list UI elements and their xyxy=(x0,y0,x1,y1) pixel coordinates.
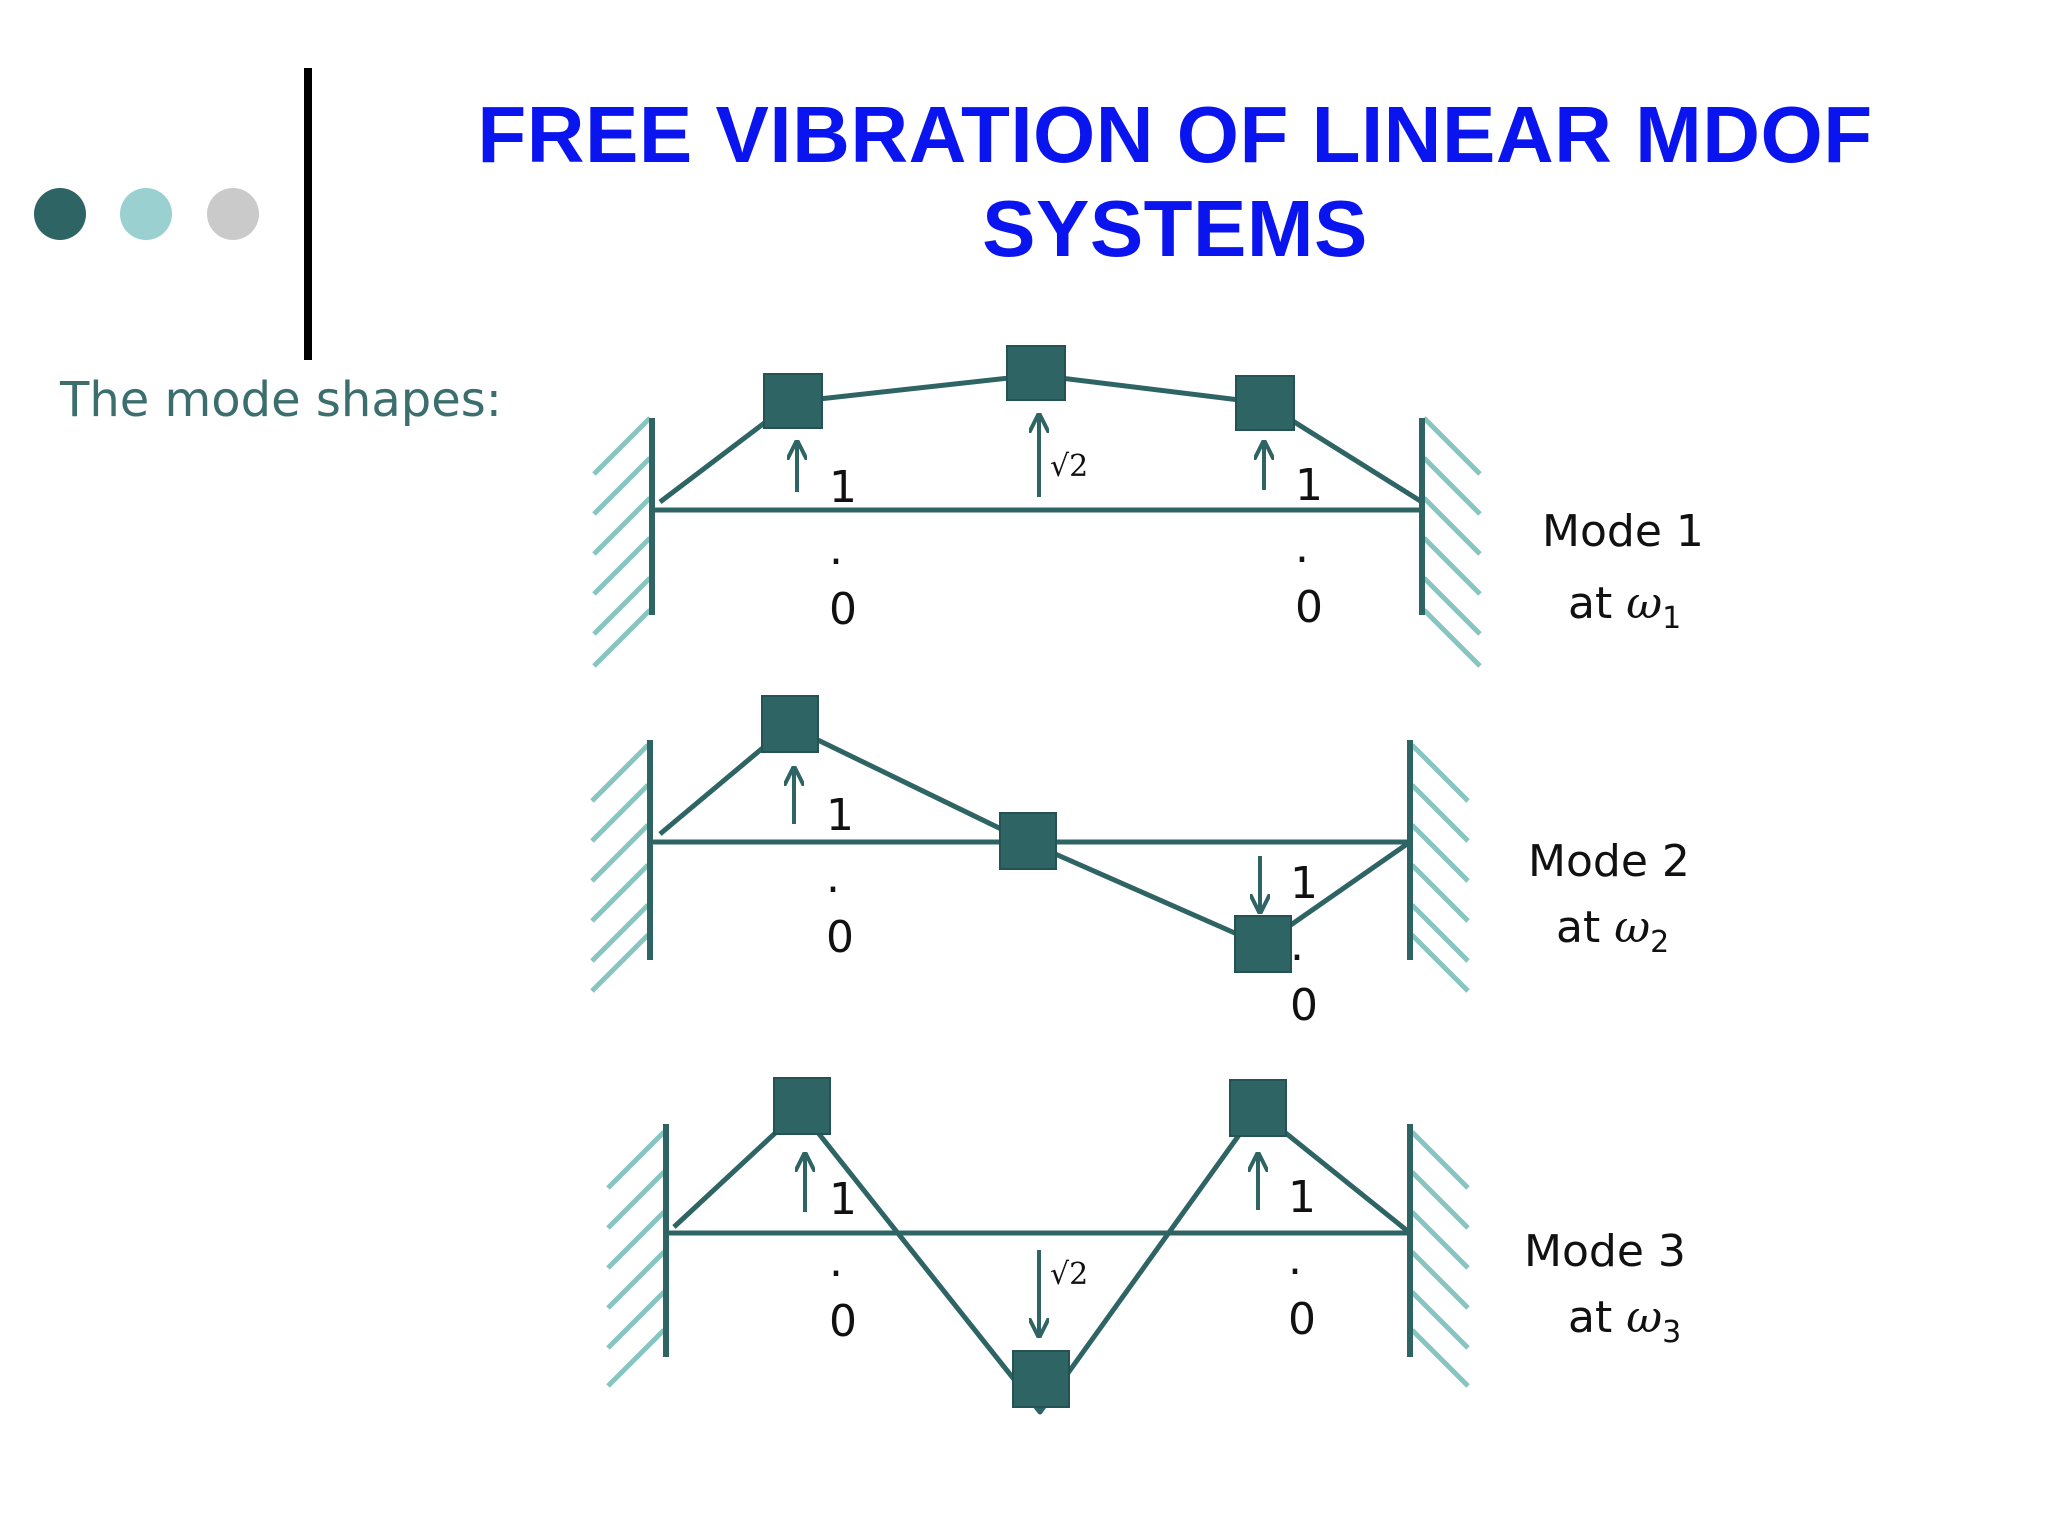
mass-block xyxy=(763,373,823,429)
omega-symbol: ω xyxy=(1614,902,1650,953)
mass-block xyxy=(1235,375,1295,431)
frequency-label: at ω1 xyxy=(1568,578,1681,636)
omega-index: 2 xyxy=(1650,925,1669,960)
omega-index: 1 xyxy=(1662,601,1681,636)
slide-subtitle: The mode shapes: xyxy=(60,372,502,428)
amplitude-dot: . xyxy=(1295,522,1309,573)
omega-symbol: ω xyxy=(1626,1292,1662,1343)
amplitude-zero: 0 xyxy=(829,1296,857,1347)
title-line-1: FREE VIBRATION OF LINEAR MDOF xyxy=(477,90,1873,179)
mode-label: Mode 2 xyxy=(1528,836,1690,887)
mode-3-diagram: 1 . 0 √2 1 . 0 Mode 3 at ω3 xyxy=(606,1077,1686,1415)
left-wall xyxy=(590,740,653,993)
decor-dot-light xyxy=(120,188,172,240)
amplitude-dot: . xyxy=(829,1236,843,1287)
right-wall xyxy=(1407,740,1470,993)
wall-hatch xyxy=(1410,1130,1470,1388)
amplitude-dot: . xyxy=(826,852,840,903)
amplitude-dot: . xyxy=(1288,1234,1302,1285)
amplitude-zero: 0 xyxy=(1295,582,1323,633)
frequency-label: at ω3 xyxy=(1568,1292,1681,1350)
mass-block xyxy=(1234,915,1292,973)
mode-label: Mode 1 xyxy=(1542,506,1704,557)
mode-2-diagram: 1 . 0 1 . 0 Mode 2 at ω2 xyxy=(590,695,1690,1031)
amplitude-zero: 0 xyxy=(1288,1294,1316,1345)
amplitude-digit: 1 xyxy=(1290,858,1318,909)
amplitude-digit: 1 xyxy=(826,790,854,841)
page-title: FREE VIBRATION OF LINEAR MDOF SYSTEMS xyxy=(420,88,1930,276)
mass-block xyxy=(1229,1079,1287,1137)
mass-block xyxy=(999,812,1057,870)
amplitude-zero: 0 xyxy=(1290,980,1318,1031)
frequency-prefix: at xyxy=(1568,578,1626,629)
amplitude-dot: . xyxy=(1290,920,1304,971)
amplitude-zero: 0 xyxy=(829,584,857,635)
frequency-prefix: at xyxy=(1568,1292,1626,1343)
right-wall xyxy=(1407,1124,1470,1388)
amplitude-zero: 0 xyxy=(826,912,854,963)
right-wall xyxy=(1419,416,1482,668)
wall-hatch xyxy=(606,1130,666,1388)
amplitude-digit: 1 xyxy=(829,462,857,513)
mass-block xyxy=(761,695,819,753)
title-divider xyxy=(304,68,312,360)
left-wall xyxy=(592,416,655,668)
amplitude-digit: 1 xyxy=(1295,460,1323,511)
mode-label: Mode 3 xyxy=(1524,1226,1686,1277)
left-wall xyxy=(606,1124,669,1388)
mass-block xyxy=(1012,1350,1070,1408)
omega-symbol: ω xyxy=(1626,578,1662,629)
wall-hatch xyxy=(590,743,650,993)
wall-hatch xyxy=(592,416,652,668)
mode-1-diagram: 1 . 0 √2 1 . 0 Mode 1 at ω1 xyxy=(592,345,1704,668)
amplitude-digit: 1 xyxy=(1288,1172,1316,1223)
wall-hatch xyxy=(1410,743,1470,993)
mode-shape-curve xyxy=(672,1107,1412,1415)
wall-hatch xyxy=(1422,416,1482,668)
decor-dot-gray xyxy=(207,188,259,240)
decor-dot-dark xyxy=(34,188,86,240)
mass-block xyxy=(773,1077,831,1135)
amplitude-digit: 1 xyxy=(829,1174,857,1225)
amplitude-sqrt2: √2 xyxy=(1050,1257,1088,1292)
amplitude-sqrt2: √2 xyxy=(1050,449,1088,484)
omega-index: 3 xyxy=(1662,1315,1681,1350)
frequency-prefix: at xyxy=(1556,902,1614,953)
mass-block xyxy=(1006,345,1066,401)
frequency-label: at ω2 xyxy=(1556,902,1669,960)
title-line-2: SYSTEMS xyxy=(982,184,1368,273)
amplitude-dot: . xyxy=(829,524,843,575)
